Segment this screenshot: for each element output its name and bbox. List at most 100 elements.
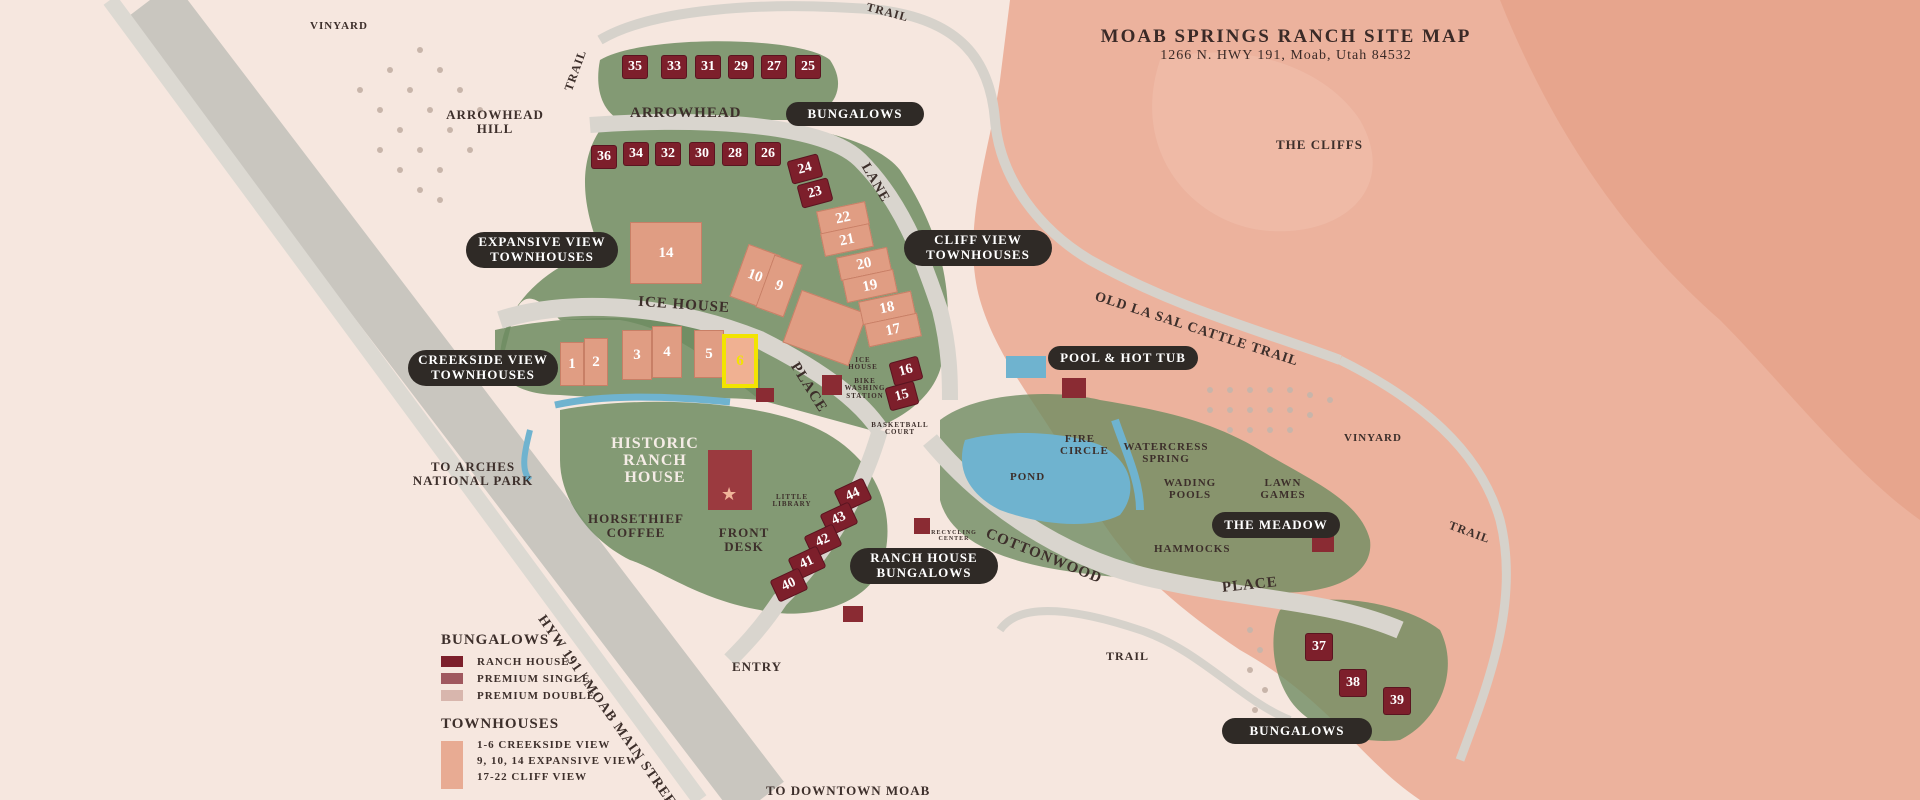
- label-arrowhead-hill: ARROWHEAD HILL: [446, 107, 544, 136]
- legend-townhouse-group: 1-6 CREEKSIDE VIEW 9, 10, 14 EXPANSIVE V…: [441, 737, 638, 789]
- legend-townhouse-labels: 1-6 CREEKSIDE VIEW 9, 10, 14 EXPANSIVE V…: [477, 737, 638, 789]
- unit-bungalow[interactable]: 36: [592, 146, 616, 168]
- legend-item: PREMIUM DOUBLE: [441, 687, 638, 704]
- unit-bungalow[interactable]: 26: [756, 143, 780, 165]
- unit-bungalow[interactable]: 38: [1340, 670, 1366, 696]
- unit-bungalow[interactable]: 31: [696, 56, 720, 78]
- recycling-building: [914, 518, 930, 534]
- pool: [1006, 356, 1046, 378]
- unit-townhouse[interactable]: 5: [694, 330, 724, 378]
- pill-bungalows-north[interactable]: BUNGALOWS: [786, 102, 924, 126]
- unit-bungalow[interactable]: 37: [1306, 634, 1332, 660]
- pool-house: [1062, 378, 1086, 398]
- pill-expansive-view-townhouses[interactable]: EXPANSIVE VIEW TOWNHOUSES: [466, 232, 618, 268]
- coffee-building: [756, 388, 774, 402]
- unit-bungalow[interactable]: 28: [723, 143, 747, 165]
- unit-townhouse[interactable]: 1: [560, 342, 584, 386]
- unit-townhouse[interactable]: 4: [652, 326, 682, 378]
- unit-townhouse-highlighted[interactable]: 6: [726, 338, 754, 384]
- legend-townhouses-title: TOWNHOUSES: [441, 716, 560, 732]
- pill-creekside-view-townhouses[interactable]: CREEKSIDE VIEW TOWNHOUSES: [408, 350, 558, 386]
- trail-north: [597, 1, 1342, 365]
- label-little-library: LITTLE LIBRARY: [772, 493, 812, 509]
- highway-edge: [103, 0, 707, 800]
- pond: [961, 433, 1131, 525]
- vineyard-e-dots: [1207, 387, 1333, 433]
- legend-label: RANCH HOUSE: [477, 655, 570, 668]
- label-basketball-court: BASKETBALL COURT: [871, 421, 929, 437]
- historic-ranch-house-building: [708, 450, 752, 510]
- label-entry: ENTRY: [732, 659, 783, 674]
- legend-swatch-premium-single: [441, 673, 463, 684]
- label-hammocks: HAMMOCKS: [1154, 543, 1231, 555]
- label-the-cliffs: THE CLIFFS: [1276, 137, 1363, 152]
- label-front-desk: FRONT DESK: [718, 525, 770, 554]
- ice-house-place-road: [497, 297, 888, 436]
- pill-cliff-view-townhouses[interactable]: CLIFF VIEW TOWNHOUSES: [904, 230, 1052, 266]
- label-historic-ranch-house: HISTORIC RANCH HOUSE: [611, 435, 699, 486]
- label-lawn-games: LAWN GAMES: [1260, 477, 1306, 501]
- label-watercress-spring: WATERCRESS SPRING: [1123, 441, 1209, 465]
- legend-label: PREMIUM SINGLE: [477, 672, 591, 685]
- trail-south: [996, 607, 1292, 724]
- unit-bungalow[interactable]: 30: [690, 143, 714, 165]
- legend-label: 17-22 CLIFF VIEW: [477, 771, 588, 783]
- unit-townhouse[interactable]: 2: [584, 338, 608, 386]
- label-vinyard-e: VINYARD: [1344, 432, 1402, 444]
- label-trail-south: TRAIL: [1106, 649, 1150, 663]
- watercress-stream: [1111, 418, 1144, 511]
- label-pond: POND: [1010, 471, 1046, 483]
- legend-label: PREMIUM DOUBLE: [477, 689, 596, 702]
- creek-west: [521, 429, 533, 483]
- legend-label: 9, 10, 14 EXPANSIVE VIEW: [477, 755, 639, 767]
- pill-bungalows-south[interactable]: BUNGALOWS: [1222, 718, 1372, 744]
- unit-bungalow[interactable]: 34: [624, 143, 648, 165]
- legend-swatch-ranch-house: [441, 656, 463, 667]
- pill-the-meadow[interactable]: THE MEADOW: [1212, 512, 1340, 538]
- cliffs-shade: [1500, 0, 1920, 520]
- unit-townhouse[interactable]: 3: [622, 330, 652, 380]
- map-legend: BUNGALOWS RANCH HOUSE PREMIUM SINGLE PRE…: [441, 632, 638, 789]
- unit-bungalow[interactable]: 33: [662, 56, 686, 78]
- legend-label: 1-6 CREEKSIDE VIEW: [477, 739, 611, 751]
- label-recycling-center: RECYCLING CENTER: [931, 530, 977, 543]
- vineyard-nw-dots: [357, 47, 483, 203]
- label-vinyard-nw: VINYARD: [310, 20, 368, 32]
- map-title: MOAB SPRINGS RANCH SITE MAP 1266 N. HWY …: [1086, 26, 1486, 64]
- entry-structure: [843, 606, 863, 622]
- cliffs-shade-2: [1152, 52, 1373, 232]
- map-title-main: MOAB SPRINGS RANCH SITE MAP: [1100, 26, 1472, 47]
- unit-bungalow[interactable]: 27: [762, 56, 786, 78]
- vineyard-s-dots: [1247, 627, 1268, 713]
- pill-pool-hot-tub[interactable]: POOL & HOT TUB: [1048, 346, 1198, 370]
- legend-bungalows-title: BUNGALOWS: [441, 632, 550, 648]
- star-icon: ★: [721, 484, 737, 504]
- legend-item: PREMIUM SINGLE: [441, 670, 638, 687]
- legend-swatch-townhouse: [441, 741, 463, 789]
- label-to-downtown: TO DOWNTOWN MOAB: [766, 783, 931, 798]
- unit-bungalow[interactable]: 39: [1384, 688, 1410, 714]
- trail-east: [1337, 355, 1511, 762]
- legend-item: RANCH HOUSE: [441, 653, 638, 670]
- creek: [554, 393, 731, 409]
- map-title-address: 1266 N. HWY 191, Moab, Utah 84532: [1160, 48, 1412, 63]
- label-to-arches: TO ARCHES NATIONAL PARK: [412, 459, 534, 488]
- label-wading-pools: WADING POOLS: [1163, 477, 1217, 501]
- label-horsethief-coffee: HORSETHIEF COFFEE: [588, 511, 684, 540]
- label-arrowhead: ARROWHEAD: [630, 105, 742, 121]
- unit-bungalow[interactable]: 35: [623, 56, 647, 78]
- unit-bungalow[interactable]: 29: [729, 56, 753, 78]
- pill-ranch-house-bungalows[interactable]: RANCH HOUSE BUNGALOWS: [850, 548, 998, 584]
- legend-swatch-premium-double: [441, 690, 463, 701]
- ice-house-building: [822, 375, 842, 395]
- label-bike-washing: BIKE WASHING STATION: [844, 377, 886, 400]
- unit-bungalow[interactable]: 25: [796, 56, 820, 78]
- arrowhead-lane-road: [589, 113, 958, 401]
- unit-bungalow[interactable]: 32: [656, 143, 680, 165]
- label-fire-circle: FIRE CIRCLE: [1060, 433, 1109, 457]
- label-ice-house-small: ICE HOUSE: [848, 356, 878, 372]
- highway: [126, 0, 784, 800]
- unit-townhouse[interactable]: 14: [630, 222, 702, 284]
